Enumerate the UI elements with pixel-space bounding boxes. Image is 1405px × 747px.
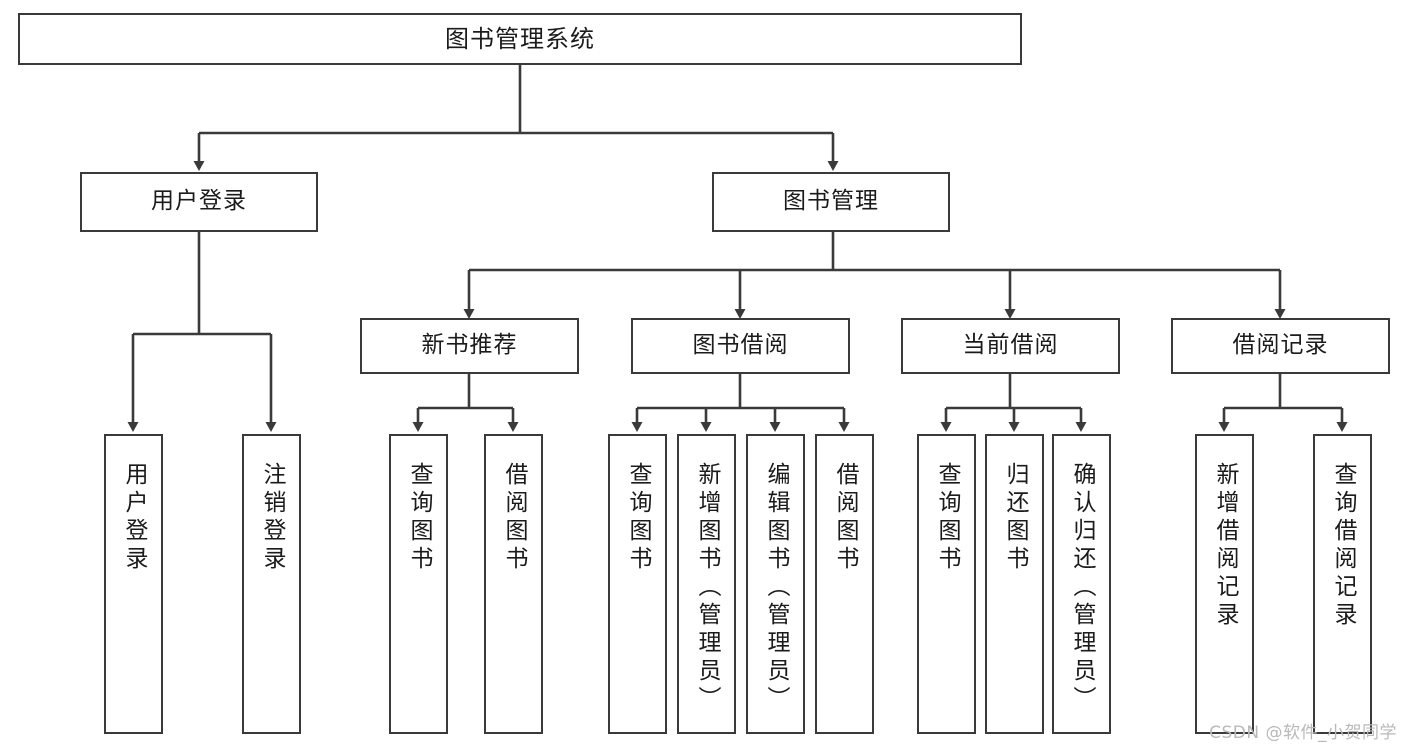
node-label: 图书借阅 — [692, 332, 789, 359]
node-label: 借阅图书 — [832, 462, 858, 574]
node-label: 查询图书 — [406, 462, 432, 574]
node-label: 注销登录 — [259, 462, 285, 574]
csdn-watermark: CSDN @软件_小贺同学 — [1209, 723, 1397, 743]
node-label: 图书管理 — [783, 188, 879, 215]
leaf-book-borrow-borrow[interactable]: 借阅图书 — [815, 434, 874, 734]
leaf-borrow-record-query[interactable]: 查询借阅记录 — [1313, 434, 1372, 734]
node-book-management[interactable]: 图书管理 — [712, 172, 950, 232]
node-label: 用户登录 — [151, 188, 247, 215]
node-label: 查询图书 — [625, 462, 651, 574]
leaf-borrow-record-add[interactable]: 新增借阅记录 — [1195, 434, 1254, 734]
leaf-new-book-query[interactable]: 查询图书 — [389, 434, 448, 734]
node-label: 用户登录 — [121, 462, 147, 574]
leaf-user-login-login[interactable]: 用户登录 — [104, 434, 163, 734]
node-user-login[interactable]: 用户登录 — [80, 172, 318, 232]
node-label: 借阅图书 — [501, 462, 527, 574]
leaf-current-borrow-return[interactable]: 归还图书 — [985, 434, 1044, 734]
node-label: 新增借阅记录 — [1212, 462, 1238, 630]
node-label: 当前借阅 — [962, 332, 1059, 359]
node-label: 查询借阅记录 — [1330, 462, 1356, 630]
node-new-book-recommend[interactable]: 新书推荐 — [360, 318, 579, 374]
node-label: 查询图书 — [934, 462, 960, 574]
node-label: 确认归还（管理员） — [1069, 462, 1095, 714]
leaf-new-book-borrow[interactable]: 借阅图书 — [484, 434, 543, 734]
node-label: 新增图书（管理员） — [694, 462, 720, 714]
node-label: 借阅记录 — [1232, 332, 1329, 359]
node-borrow-record[interactable]: 借阅记录 — [1171, 318, 1390, 374]
leaf-book-borrow-query[interactable]: 查询图书 — [608, 434, 667, 734]
node-book-borrow[interactable]: 图书借阅 — [631, 318, 850, 374]
node-root-book-management-system[interactable]: 图书管理系统 — [18, 13, 1022, 65]
node-label: 归还图书 — [1002, 462, 1028, 574]
leaf-current-borrow-confirm-return[interactable]: 确认归还（管理员） — [1052, 434, 1111, 734]
leaf-user-login-logout[interactable]: 注销登录 — [242, 434, 301, 734]
node-label: 新书推荐 — [421, 332, 518, 359]
node-label: 图书管理系统 — [445, 24, 595, 53]
node-label: 编辑图书（管理员） — [763, 462, 789, 714]
leaf-current-borrow-query[interactable]: 查询图书 — [917, 434, 976, 734]
leaf-book-borrow-edit[interactable]: 编辑图书（管理员） — [746, 434, 805, 734]
node-current-borrow[interactable]: 当前借阅 — [901, 318, 1120, 374]
leaf-book-borrow-add[interactable]: 新增图书（管理员） — [677, 434, 736, 734]
